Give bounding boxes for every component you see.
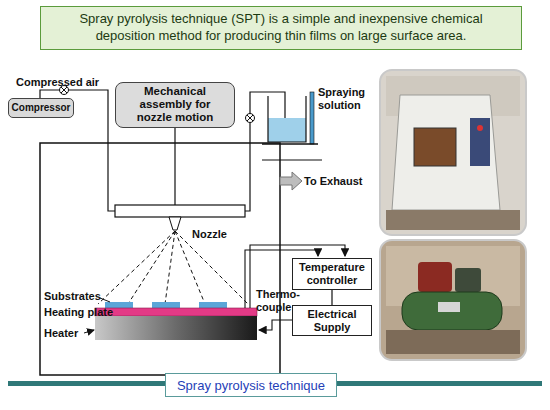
spray-line (165, 231, 175, 304)
controller-box: Temperature controller (292, 258, 372, 290)
compressor-box: Compressor (8, 98, 74, 118)
spray-cone (98, 231, 248, 304)
leader-line (84, 330, 94, 333)
part-label: Nozzle (192, 228, 227, 241)
spray-line (98, 231, 175, 304)
solution-line (245, 92, 285, 211)
photo-frame (380, 70, 526, 235)
process-box: Mechanical assembly for nozzle motion (115, 82, 235, 128)
part-label: Substrates (44, 290, 101, 303)
spray-line (128, 231, 175, 304)
power-wire (259, 320, 292, 330)
photo-floor (386, 330, 520, 354)
connector-line (331, 290, 332, 305)
motion-link (174, 122, 175, 205)
part-label: Compressed air (16, 76, 99, 89)
photo-pump (418, 262, 452, 292)
exhaust-arrow (280, 172, 302, 190)
substrate (199, 302, 227, 308)
photo-motor (455, 268, 481, 292)
caption-box: Spray pyrolysis technique (165, 373, 337, 397)
exhaust-duct (262, 159, 322, 160)
box-text: Mechanical assembly for nozzle motion (122, 85, 228, 125)
photo-panel (470, 118, 490, 166)
heating-plate (95, 308, 257, 316)
spray-line (175, 231, 248, 304)
spray-chamber (40, 143, 280, 375)
box-text: Temperature controller (297, 261, 367, 286)
box-text: Electrical Supply (297, 308, 367, 333)
leader-line (100, 298, 110, 302)
nozzle-holder (115, 205, 245, 217)
intro-box: Spray pyrolysis technique (SPT) is a sim… (40, 6, 522, 50)
photo-badge (438, 302, 460, 312)
box-text-group: Mechanical assembly for nozzle motion (122, 85, 228, 125)
photo-window (414, 128, 456, 166)
box-text: Spray pyrolysis technique (SPT) is a sim… (49, 11, 513, 45)
part-label: To Exhaust (304, 175, 362, 188)
solution-valve (246, 114, 255, 123)
photo-tank (402, 292, 502, 330)
box-text-group: Spray pyrolysis technique (SPT) is a sim… (49, 11, 513, 45)
photo-cabinet (392, 95, 500, 210)
photo-floor (386, 210, 520, 230)
solution-valve-cross (247, 115, 253, 121)
box-text-group: Temperature controller (297, 261, 367, 286)
part-label: Heater (44, 327, 78, 340)
box-text: Compressor (12, 102, 71, 114)
nozzle-tip (169, 217, 181, 230)
beaker (268, 96, 306, 142)
burette-scale (310, 92, 314, 144)
box-text-group: Electrical Supply (297, 308, 367, 333)
photo-frame (380, 240, 526, 360)
substrate (152, 302, 180, 308)
photo-knob (477, 125, 483, 131)
part-label: Thermo-couple (256, 288, 302, 313)
solution-liquid (268, 118, 306, 142)
box-text-group: Compressor (12, 102, 71, 114)
part-label: Heating plate (44, 306, 113, 319)
spray-line (175, 231, 205, 304)
heater-block (95, 316, 257, 340)
part-label: Spraying solution (318, 86, 380, 111)
supply-box: Electrical Supply (292, 305, 372, 336)
